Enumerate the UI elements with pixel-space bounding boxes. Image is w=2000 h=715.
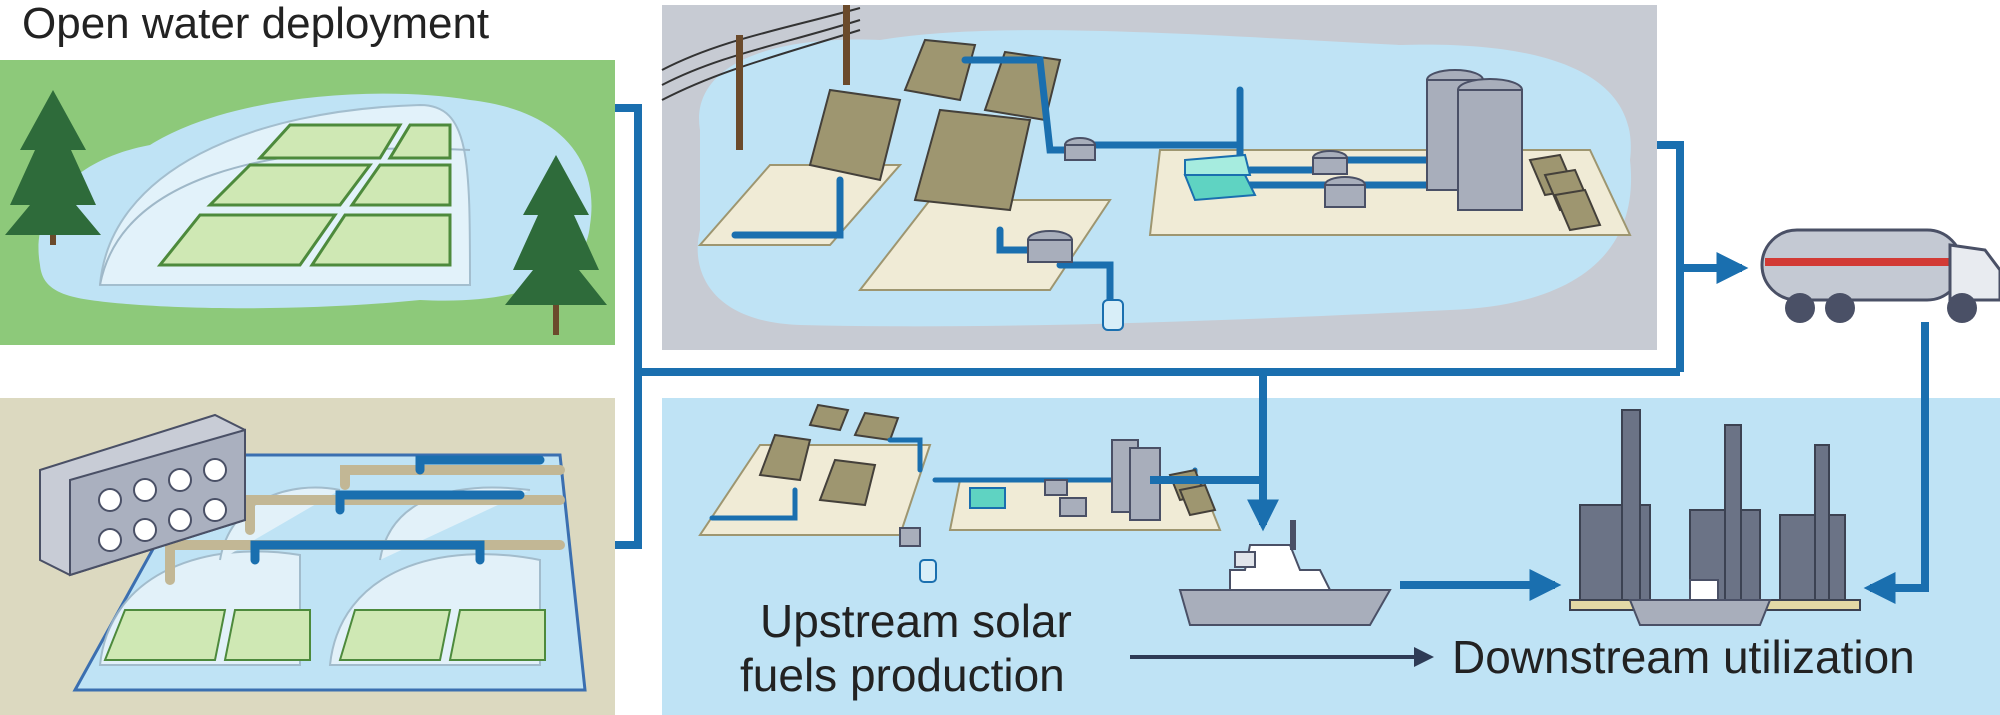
open-water-label: Open water deployment [22,0,490,48]
upstream-label-line2: fuels production [740,649,1065,701]
upstream-label-line1: Upstream solar [760,595,1072,647]
chiller-unit [39,413,246,577]
fuel-truck-icon [1760,228,2000,323]
downstream-label: Downstream utilization [1452,631,1915,683]
tree-icon [505,155,607,335]
ship-icon [1178,520,1392,626]
facility-panel [0,398,615,715]
floating-plant-panel [661,5,1657,350]
downstream-panel [662,398,2000,715]
open-water-panel [0,60,615,345]
tanker-ship-icon [1628,579,1772,626]
tree-icon [5,90,101,245]
pipe-connectors [615,104,1929,604]
electrolyzer-box [1183,153,1257,202]
